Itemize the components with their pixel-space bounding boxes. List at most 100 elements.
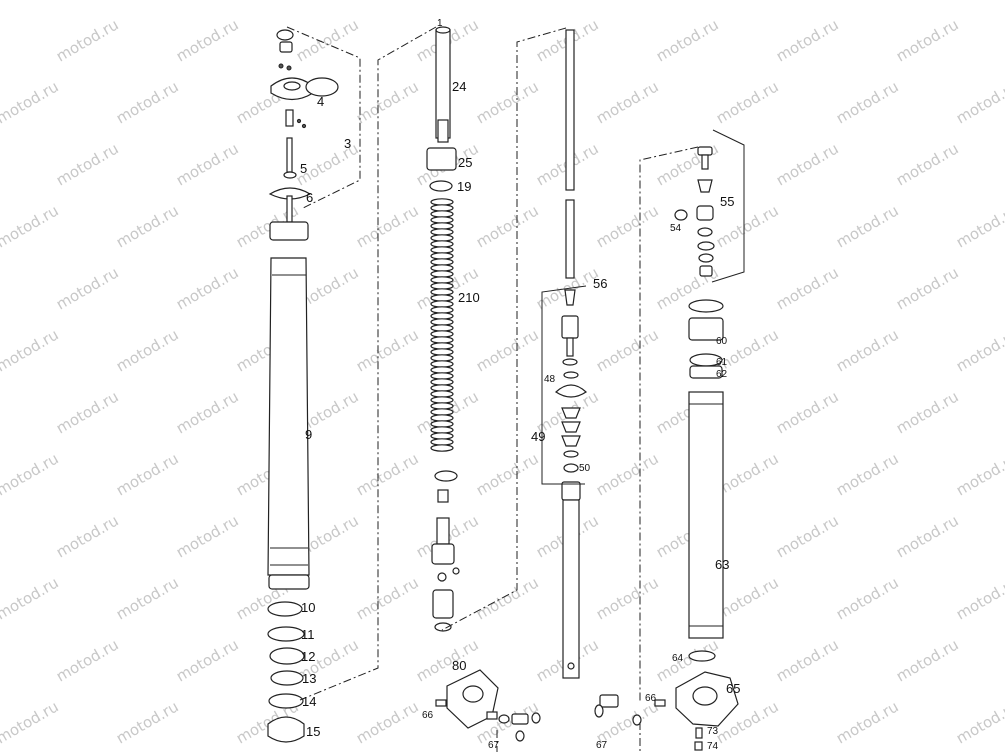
watermark-text: motod.ru [353,77,422,127]
label-74: 74 [707,741,719,752]
watermark-text: motod.ru [953,449,1005,499]
small-ball [296,118,302,124]
watermark-text: motod.ru [893,387,962,437]
watermark-text: motod.ru [953,573,1005,623]
valve-body [436,517,450,545]
label-64: 64 [672,653,684,664]
valve-stem [701,154,709,170]
washer-19 [429,180,453,192]
watermark-text: motod.ru [593,449,662,499]
inner-tube [562,499,580,679]
damper-rod-upper [565,29,575,191]
spring-retainer [434,470,458,482]
cap-bolt [279,41,293,53]
ring-10 [267,601,303,617]
cap-nut [276,29,294,41]
group-bracket-inner [441,27,567,631]
bushing-25 [426,147,457,171]
watermark-text: motod.ru [53,139,122,189]
watermark-text: motod.ru [953,325,1005,375]
watermark-text: motod.ru [773,387,842,437]
label-80: 80 [452,658,466,673]
watermark-layer: motod.ru motod.ru motod.ru motod.ru motod.ru… [0,15,1005,747]
spring-seat [437,489,449,503]
o-ring-64 [688,650,716,662]
spacer-lower [437,119,449,143]
label-54: 54 [670,223,682,234]
label-67-left: 67 [488,740,500,751]
watermark-text: motod.ru [893,263,962,313]
watermark-text: motod.ru [53,263,122,313]
adjuster-screw [285,109,294,127]
label-63: 63 [715,557,729,572]
dust-seal-15 [267,716,305,743]
label-66-left: 66 [422,710,434,721]
watermark-text: motod.ru [293,15,362,65]
bolt-66-right [654,699,666,707]
label-14: 14 [302,694,316,709]
label-56: 56 [593,276,607,291]
ring-14 [268,693,304,709]
rod-tip-56 [564,289,576,306]
label-12: 12 [301,649,315,664]
label-48: 48 [544,374,556,385]
watermark-text: motod.ru [113,77,182,127]
label-24: 24 [452,79,466,94]
watermark-text: motod.ru [473,77,542,127]
watermark-text: motod.ru [473,449,542,499]
watermark-text: motod.ru [713,77,782,127]
watermark-text: motod.ru [113,201,182,251]
fork-cap-hub [283,81,301,91]
label-19: 19 [457,179,471,194]
fork-inner-tube-assembly [639,129,745,703]
label-66-right: 66 [645,693,657,704]
bolt-73 [695,727,703,739]
watermark-text: motod.ru [773,15,842,65]
damper-rod-assembly [441,27,587,679]
label-49: 49 [531,429,545,444]
tube-bottom-seal [268,574,310,590]
group-bracket-3 [286,26,361,209]
watermark-text: motod.ru [0,573,62,623]
label-65: 65 [726,681,740,696]
label-15: 15 [306,724,320,739]
valve-cap [697,146,713,156]
clamp-stud-right [599,694,619,708]
label-62: 62 [716,369,728,380]
watermark-text: motod.ru [833,201,902,251]
label-1: 1 [437,18,443,29]
label-13: 13 [302,671,316,686]
axle-clamp-left [435,669,541,752]
watermark-text: motod.ru [833,697,902,747]
circlip-6 [268,187,312,200]
watermark-text: motod.ru [53,15,122,65]
group-bracket-1 [299,26,437,701]
watermark-text: motod.ru [953,697,1005,747]
fork-spring-assembly [299,26,460,701]
seal-62 [689,365,723,379]
watermark-text: motod.ru [113,573,182,623]
rod-extension [286,195,293,223]
outer-tube-9 [267,257,310,576]
bolt-66 [435,699,447,707]
clamp-stud [511,713,529,725]
watermark-text: motod.ru [833,449,902,499]
watermark-text: motod.ru [173,511,242,561]
watermark-text: motod.ru [833,325,902,375]
small-ball [278,63,284,69]
axle-clamp-right [594,671,739,752]
valve-housing [431,543,455,565]
watermark-text: motod.ru [473,573,542,623]
label-9: 9 [305,427,312,442]
o-ring-4 [305,77,339,97]
watermark-text: motod.ru [173,263,242,313]
watermark-text: motod.ru [53,635,122,685]
o-ring-54 [674,209,688,221]
watermark-text: motod.ru [773,635,842,685]
label-50: 50 [579,463,591,474]
watermark-text: motod.ru [53,387,122,437]
bushing [269,221,309,241]
watermark-text: motod.ru [593,201,662,251]
watermark-text: motod.ru [473,201,542,251]
